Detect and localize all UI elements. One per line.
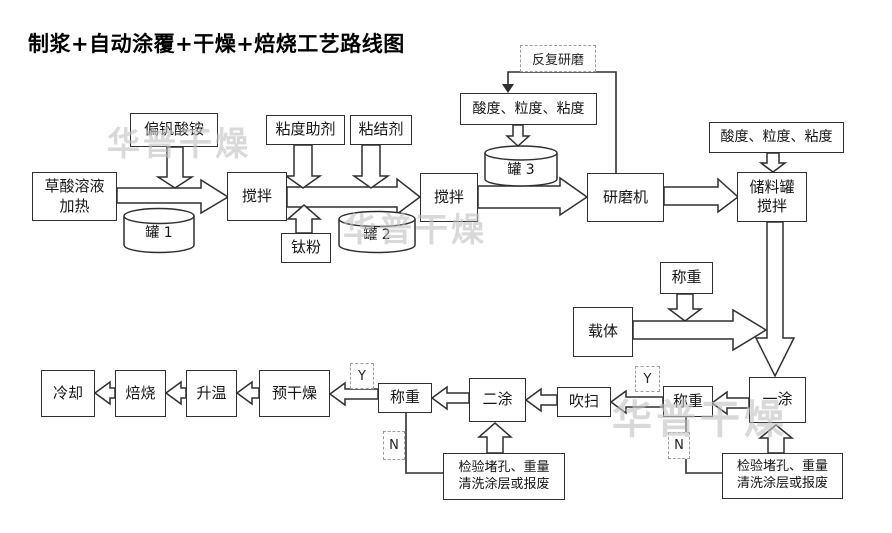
arrow-quality1-to-tank3 [505, 124, 531, 148]
arrow-coat2-to-weighleft [430, 385, 470, 411]
tank2-label: 罐 2 [363, 227, 391, 243]
line-grinder-regrind-loop [507, 71, 617, 173]
arrowhead-regrind-to-quality1 [502, 84, 514, 93]
arrow-inspectright-to-coat1 [757, 424, 795, 454]
node-stir-2: 搅拌 [420, 173, 478, 222]
decision-yes-left: Y [350, 363, 374, 389]
tank3-body [484, 153, 558, 187]
arrow-inspectleft-to-coat2 [477, 422, 513, 454]
node-storage-tank-stir: 储料罐 搅拌 [737, 172, 807, 222]
node-binder: 粘结剂 [350, 115, 412, 145]
arrow-viscosity-down [283, 144, 323, 189]
node-repeat-grinding: 反复研磨 [520, 45, 596, 72]
node-first-coat: 一涂 [749, 377, 806, 423]
node-titanium-powder: 钛粉 [281, 233, 331, 263]
node-inspect-right-line2: 清洗涂层或报废 [736, 476, 828, 491]
tank3-top [484, 145, 558, 161]
node-inspect-left-line2: 清洗涂层或报废 [458, 476, 550, 492]
node-weigh-left: 称重 [378, 383, 432, 413]
arrow-oxalic-to-stir1 [116, 178, 230, 215]
line-weighright-no-branch [685, 417, 722, 474]
line-weighleft-no-branch [405, 413, 443, 474]
tank3-label: 罐 3 [507, 162, 535, 178]
node-inspect-left-line1: 检验堵孔、重量 [458, 459, 550, 475]
node-second-coat: 二涂 [469, 378, 526, 422]
arrow-quality2-to-storage [758, 152, 788, 173]
node-storage-line1: 储料罐 [749, 177, 795, 196]
arrow-weighright-to-blow [609, 389, 664, 415]
node-predry: 预干燥 [259, 370, 330, 417]
arrow-predry-to-heatup [235, 380, 260, 406]
node-grinder: 研磨机 [587, 173, 664, 222]
arrow-blow-to-coat2 [524, 387, 558, 413]
node-ammonium-metavanadate: 偏钒酸铵 [130, 113, 218, 147]
arrow-binder-down [351, 144, 391, 189]
node-carrier: 载体 [573, 307, 633, 357]
arrow-ammonium-down [155, 146, 195, 189]
arrow-storage-to-coat1 [754, 221, 796, 378]
node-blow-purge: 吹扫 [557, 387, 611, 417]
decision-no-right: N [668, 432, 690, 459]
decision-yes-right: Y [635, 366, 660, 392]
node-weigh-right: 称重 [663, 386, 713, 417]
arrow-carrier-right [632, 308, 768, 352]
arrow-heatup-to-roast [164, 380, 187, 406]
node-quality-check-2: 酸度、粒度、粘度 [709, 122, 844, 153]
node-viscosity-aid: 粘度助剂 [266, 115, 345, 145]
node-heatup: 升温 [186, 370, 237, 417]
page-title: 制浆+自动涂覆+干燥+焙烧工艺路线图 [28, 32, 405, 56]
arrow-grinder-to-storage [663, 177, 740, 214]
node-inspect-right: 检验堵孔、重量 清洗涂层或报废 [722, 453, 843, 499]
tank1-top [123, 207, 195, 225]
node-cool: 冷却 [41, 370, 95, 417]
tank1-label: 罐 1 [145, 225, 173, 241]
node-stir-1: 搅拌 [227, 172, 287, 221]
node-inspect-left: 检验堵孔、重量 清洗涂层或报废 [443, 453, 565, 500]
arrow-weightop-down [666, 293, 704, 322]
tank2-top [338, 210, 416, 228]
node-oxalic-line1: 草酸溶液 [44, 177, 105, 195]
node-storage-line2: 搅拌 [756, 197, 787, 215]
arrow-coat1-to-weighright [710, 390, 750, 416]
node-quality-check-1: 酸度、粒度、粘度 [460, 93, 597, 125]
node-weigh-top: 称重 [660, 262, 713, 294]
arrow-stir2-to-grinder [477, 176, 589, 217]
decision-no-left: N [383, 431, 405, 460]
tank2-body [338, 219, 416, 254]
node-roast: 焙烧 [115, 370, 166, 417]
tank1-body [123, 216, 195, 254]
node-oxalic-line2: 加热 [59, 196, 90, 215]
node-oxalic-solution: 草酸溶液 加热 [32, 172, 117, 221]
arrow-weighleft-to-predry [328, 381, 379, 407]
node-inspect-right-line1: 检验堵孔、重量 [736, 459, 828, 475]
arrow-titanium-up [286, 204, 322, 234]
arrow-roast-to-cool [93, 380, 116, 406]
